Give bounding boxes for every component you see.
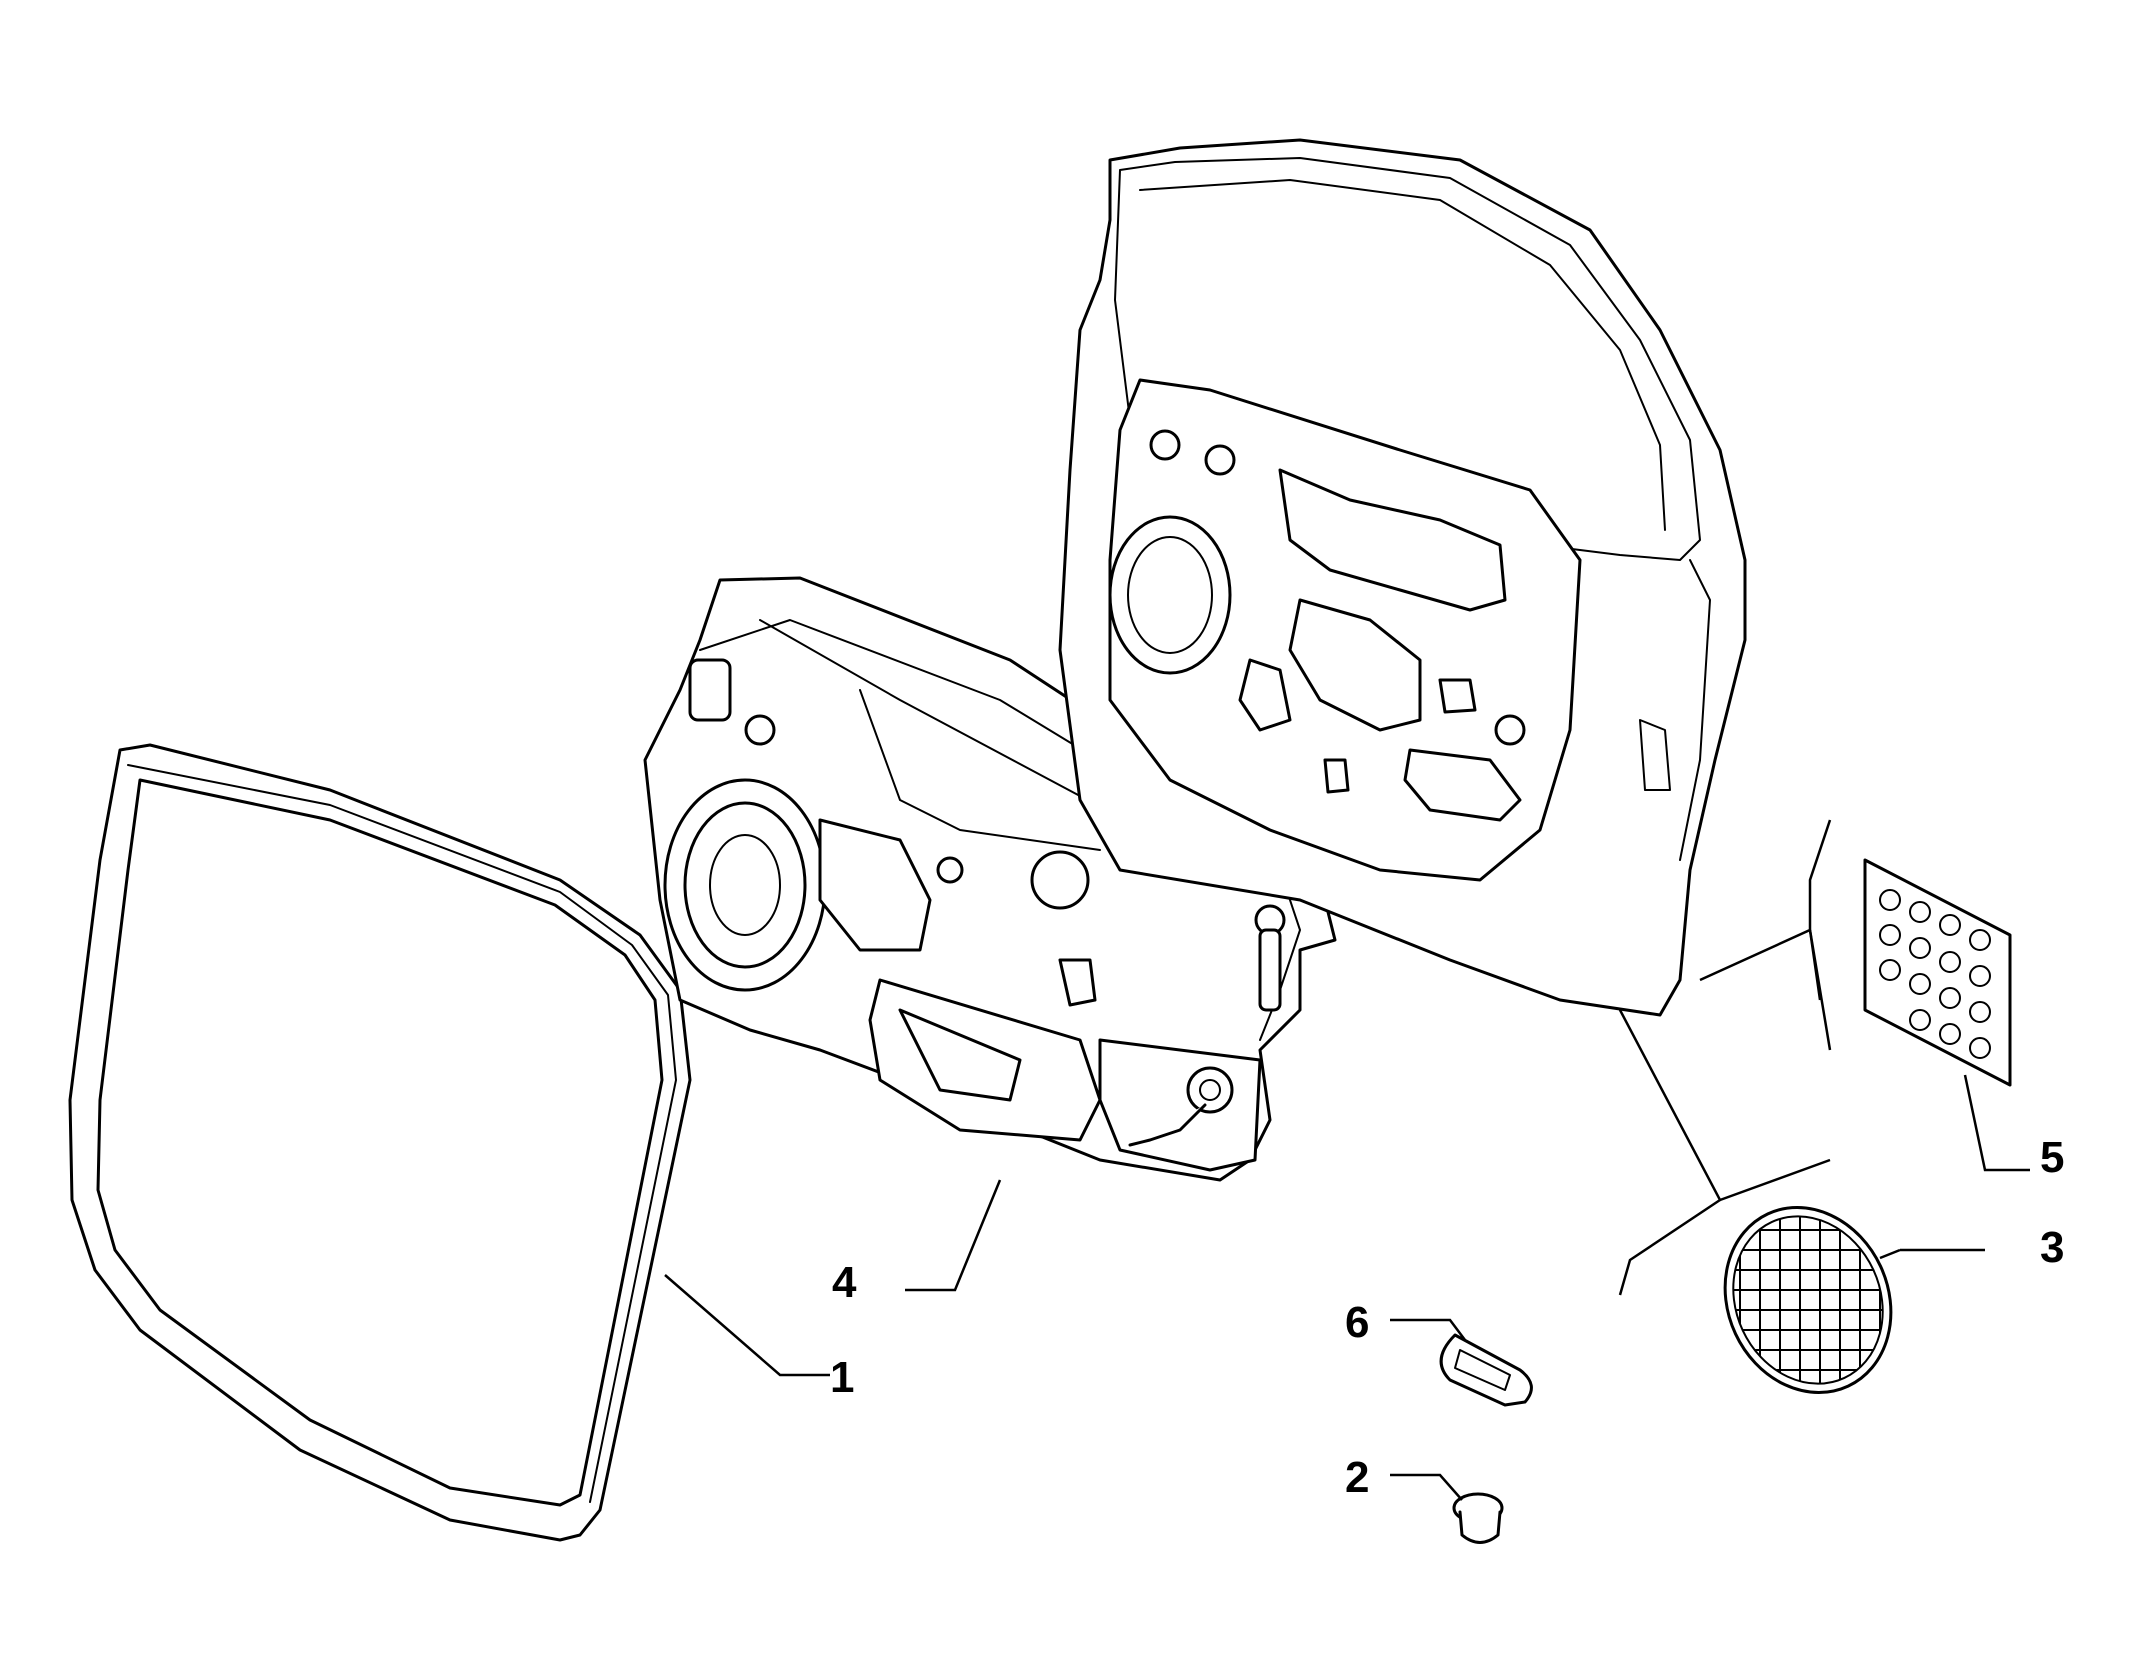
callout-labels: 1 2 3 4 5 6 — [830, 1133, 2064, 1502]
callout-6: 6 — [1345, 1298, 1369, 1347]
leader-lines — [664, 819, 2030, 1501]
speaker-grille-part — [1723, 1199, 1901, 1401]
callout-4: 4 — [832, 1258, 857, 1307]
door-shell — [1058, 138, 1747, 1017]
pad-dots — [1879, 889, 1991, 1059]
callout-3: 3 — [2040, 1223, 2064, 1272]
oval-plug-part — [1439, 1333, 1533, 1407]
insulation-pad-part — [1863, 858, 2012, 1087]
push-clip-part — [1452, 1492, 1504, 1544]
callout-2: 2 — [1345, 1453, 1369, 1502]
door-module-panel-part — [643, 576, 1337, 1182]
callout-1: 1 — [830, 1353, 854, 1402]
door-seal-part — [68, 743, 692, 1542]
callout-5: 5 — [2040, 1133, 2064, 1182]
